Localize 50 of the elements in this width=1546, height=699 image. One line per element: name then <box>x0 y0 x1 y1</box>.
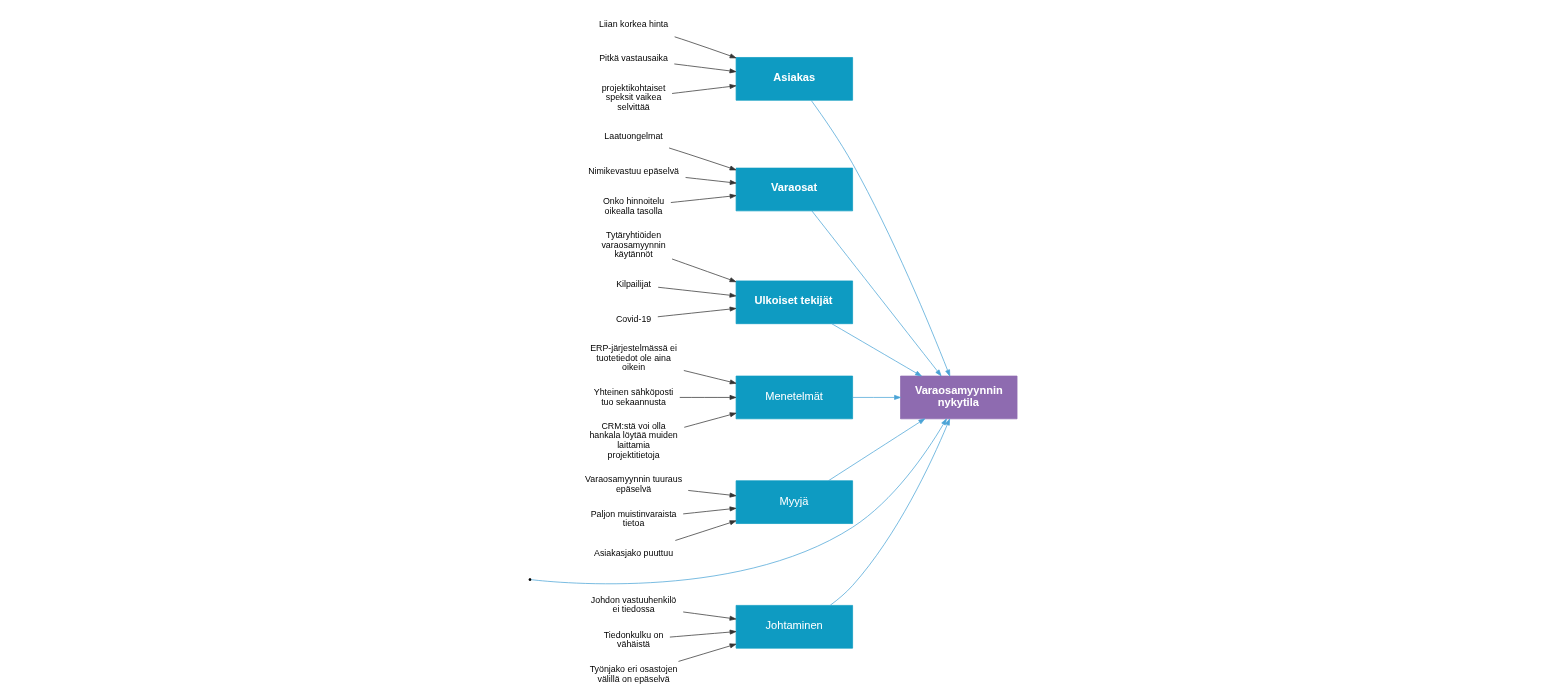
node-text: Yhteinen sähköposti tuo sekaannusta <box>593 386 674 407</box>
node-text: Laatuongelmat <box>604 131 663 142</box>
arrow <box>831 323 922 377</box>
arrow <box>685 177 737 185</box>
node-text: Liian korkea hinta <box>598 18 669 29</box>
arrow <box>674 36 737 59</box>
arrow <box>669 629 737 638</box>
node-text: Johdon vastuuhenkilö ei tiedossa <box>590 594 677 615</box>
arrow <box>829 418 950 606</box>
arrow <box>673 63 737 74</box>
node-box: Ulkoiset tekijät <box>735 280 853 325</box>
arrow <box>683 370 737 385</box>
node-box: Myyjä <box>735 480 853 524</box>
node-text: Varaosamyynnin tuuraus epäselvä <box>585 473 683 494</box>
arrow <box>682 611 737 621</box>
node-text: Onko hinnoitelu oikealla tasolla <box>602 195 665 216</box>
node-text: projektikohtaiset speksit vaikea selvittää <box>601 82 666 112</box>
node-text: Tytäryhtiöiden varaosamyynnin käytännöt <box>601 230 666 260</box>
node-text: Paljon muistinvaraista tietoa <box>590 508 677 529</box>
arrow <box>828 418 926 482</box>
arrow <box>657 286 737 298</box>
node-text: Työnjako eri osastojen välillä on epäselvä <box>589 664 678 684</box>
node-text: Pitkä vastausaika <box>599 53 668 64</box>
arrow <box>670 193 737 203</box>
node-text: Kilpailijat <box>616 278 651 289</box>
node-box: Varaosat <box>735 167 853 212</box>
node-box: Varaosamyynnin nykytila <box>900 375 1018 420</box>
arrow <box>671 258 737 283</box>
arrow <box>657 306 737 318</box>
arrow <box>678 643 737 662</box>
arrow <box>811 210 942 377</box>
node-text: Asiakasjako puuttuu <box>594 548 674 559</box>
arrow <box>683 412 737 428</box>
arrow <box>682 506 737 515</box>
node-text: Covid-19 <box>615 313 652 324</box>
arrow <box>668 147 737 171</box>
node-box: Menetelmät <box>735 375 853 420</box>
arrow <box>852 395 901 400</box>
node-text: Nimikevastuu epäselvä <box>588 166 679 177</box>
node-text: ERP-järjestelmässä ei tuotetiedot ole aina oikein <box>590 343 677 373</box>
node-text: Tiedonkulku on vähäistä <box>603 629 664 650</box>
node-box: Asiakas <box>735 57 853 101</box>
arrow <box>687 490 737 498</box>
node-box: Johtaminen <box>735 605 853 649</box>
arrow <box>679 395 737 400</box>
arrow <box>674 520 737 541</box>
node-text: CRM:stä voi olla hankala löytää muiden laittamia projektitietoja <box>589 420 678 460</box>
arrow <box>671 84 737 94</box>
arrow <box>530 418 950 585</box>
arrow <box>810 100 951 377</box>
